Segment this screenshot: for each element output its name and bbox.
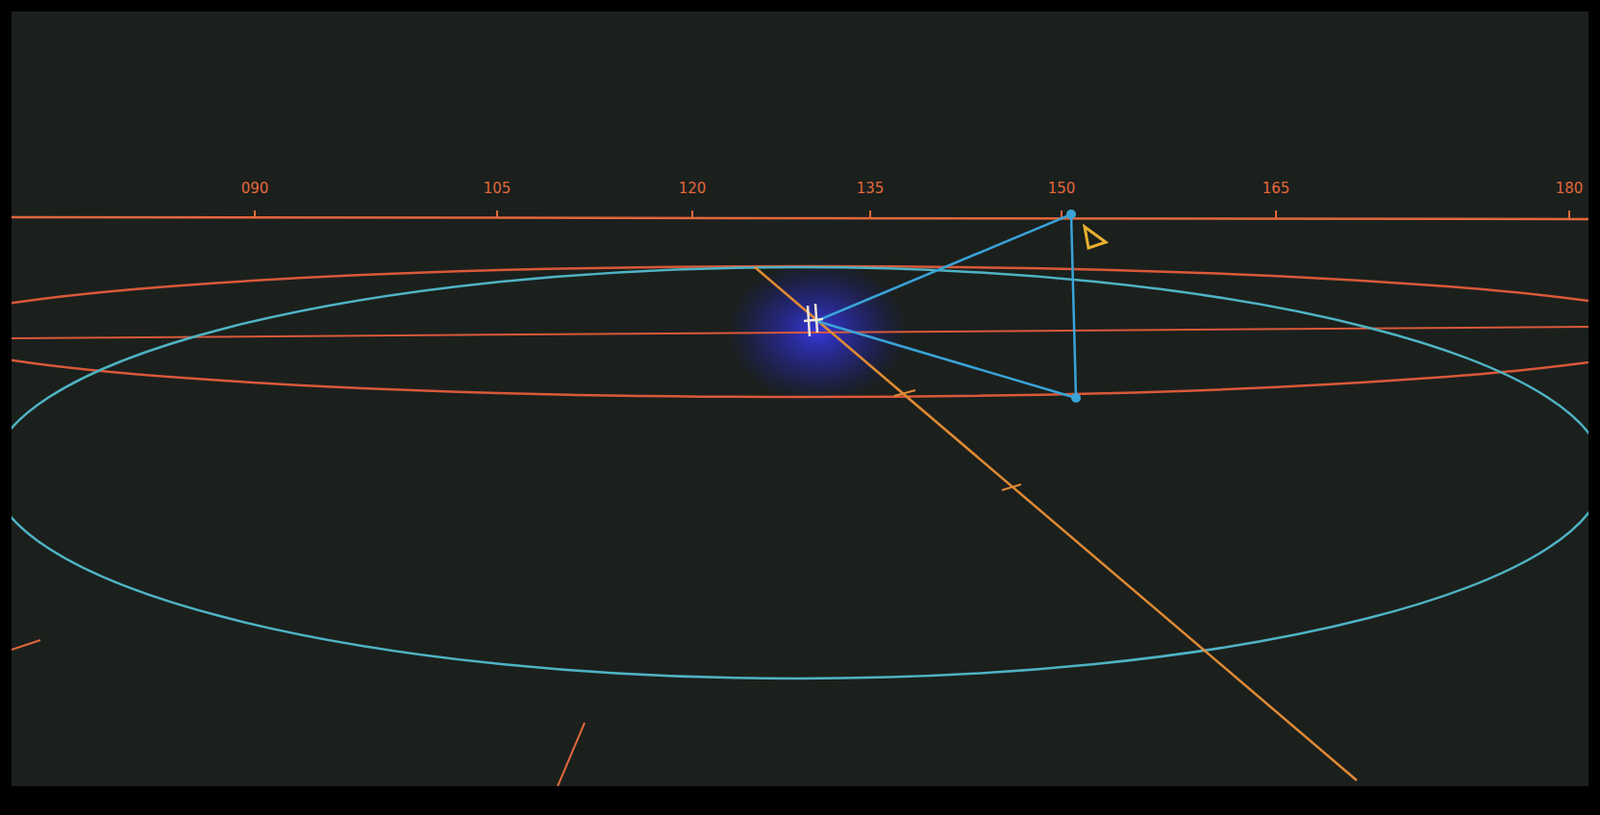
- bearing-label: 090: [239, 179, 272, 198]
- bearing-label: 165: [1260, 179, 1293, 198]
- heading-line: [754, 267, 1357, 781]
- ship-symbol: [803, 303, 824, 337]
- scale-ticks: [254, 210, 1570, 219]
- bearing-label: 180: [1553, 179, 1586, 198]
- screen-ground: [11, 11, 1589, 787]
- horizon-line: [11, 326, 1589, 339]
- range-ellipse: [11, 267, 1589, 679]
- bearing-label: 105: [481, 179, 514, 198]
- target-triangle: [816, 214, 1076, 399]
- bearing-label: 135: [854, 179, 887, 198]
- target-marker: [1084, 226, 1106, 249]
- bearing-scale: [11, 217, 1589, 220]
- bearing-label: 150: [1046, 179, 1078, 198]
- bearing-label: 120: [676, 179, 709, 198]
- horizon-ellipse: [11, 266, 1589, 398]
